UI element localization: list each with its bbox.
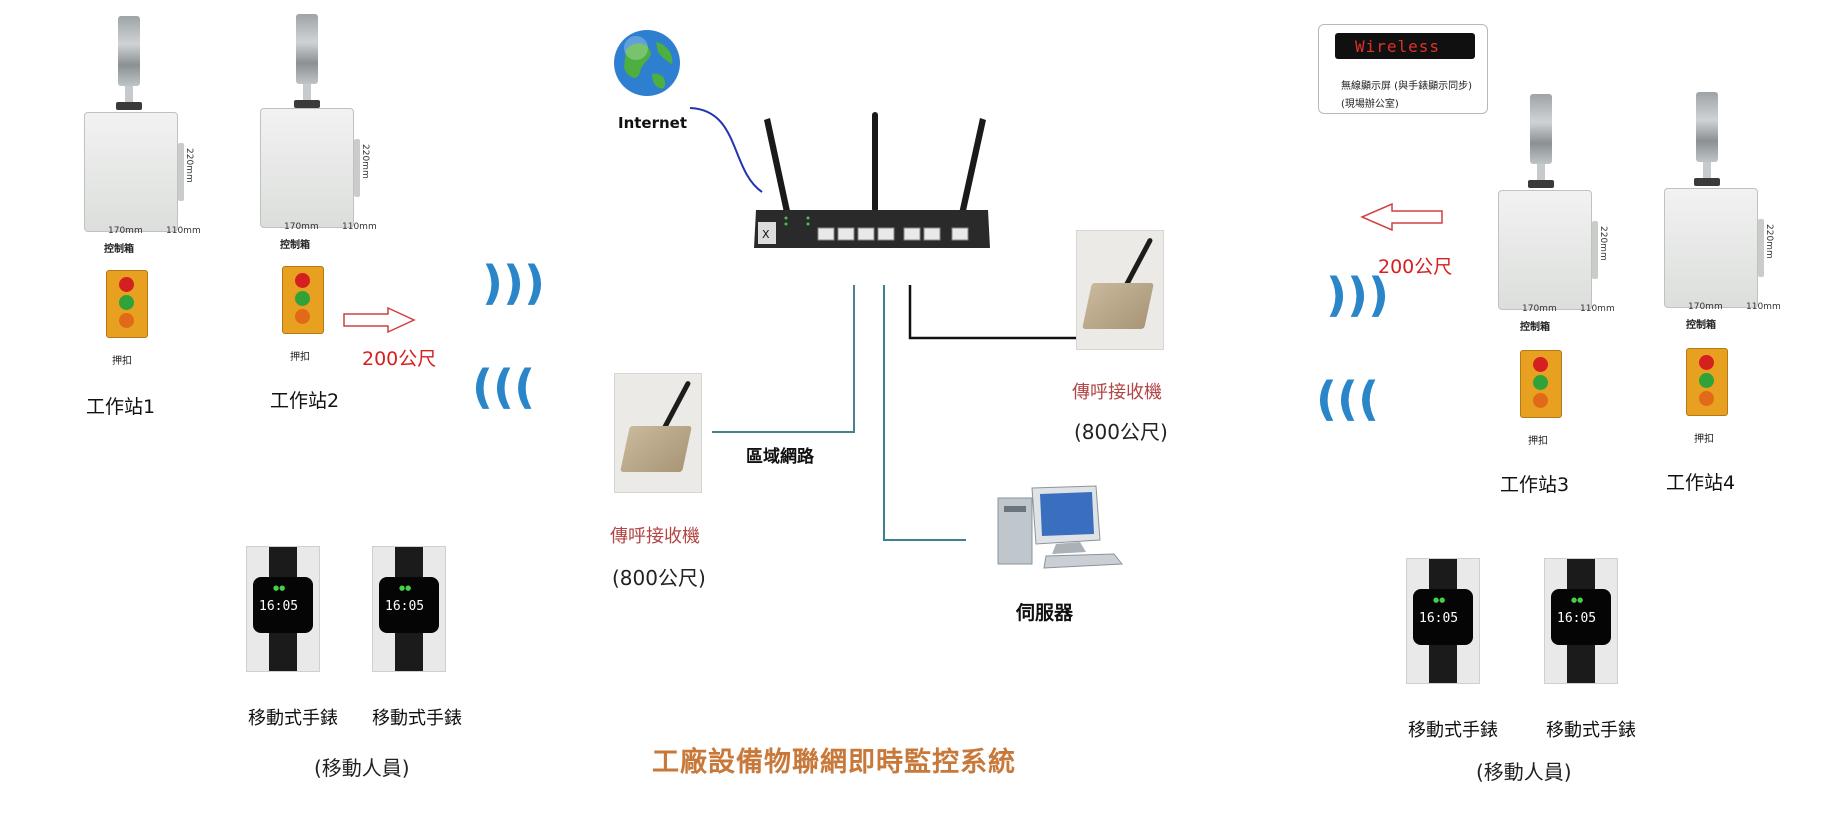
server-label: 伺服器 [1016,602,1074,624]
mobile-staff-label-left: (移動人員) [314,756,410,780]
dim-width: 170mm [108,226,143,236]
dim-width: 170mm [284,222,319,232]
push-button-label: 押扣 [1528,436,1548,447]
control-box-label: 控制箱 [104,244,134,255]
control-box-label: 控制箱 [1686,320,1716,331]
receiver-distance-right: (800公尺) [1074,420,1168,444]
server-computer-icon [996,484,1126,574]
station-label-1: 工作站1 [86,396,156,418]
receiver-label-left: 傳呼接收機 [610,526,700,547]
dim-width: 170mm [1688,302,1723,312]
globe-icon [612,28,682,98]
push-button-icon [1686,348,1728,416]
dim-depth: 110mm [166,226,201,236]
watch-time: 16:05 [259,599,299,614]
push-button-label: 押扣 [1694,434,1714,445]
arrow-right-icon [342,306,416,338]
signal-wave-icon: ))) [482,256,546,310]
display-caption-1: 無線顯示屏 (與手錶顯示同步) [1341,81,1472,92]
control-box [84,112,184,232]
control-box [1664,188,1764,308]
dim-height: 220mm [184,148,194,183]
internet-label: Internet [618,114,688,132]
watch-time: 16:05 [1557,611,1597,626]
station-label-3: 工作站3 [1500,474,1570,496]
receiver-label-right: 傳呼接收機 [1072,382,1162,403]
svg-text:X: X [762,228,770,241]
lan-line-server [883,285,966,541]
control-box [260,108,360,228]
smartwatch-icon: ●●16:05 [246,546,320,672]
push-button-icon [106,270,148,338]
dim-width: 170mm [1522,304,1557,314]
dim-depth: 110mm [342,222,377,232]
signal-wave-icon: ))) [1316,372,1380,426]
mobile-staff-label-right: (移動人員) [1476,760,1572,784]
dim-height: 220mm [1764,224,1774,259]
watch-label-1: 移動式手錶 [248,708,338,729]
router-icon: X [752,108,992,256]
station-label-2: 工作站2 [270,390,340,412]
dim-depth: 110mm [1746,302,1781,312]
watch-label-4: 移動式手錶 [1546,720,1636,741]
dim-height: 220mm [1598,226,1608,261]
signal-wave-icon: ))) [1326,268,1390,322]
push-button-label: 押扣 [290,352,310,363]
station-label-4: 工作站4 [1666,472,1736,494]
led-display-panel: Wireless 無線顯示屏 (與手錶顯示同步) (現場辦公室) [1318,24,1488,114]
display-caption-2: (現場辦公室) [1341,99,1399,110]
internet-cable [689,107,763,193]
page-title: 工廠設備物聯網即時監控系統 [652,747,1016,778]
lan-line-right [908,285,1080,340]
distance-label-right: 200公尺 [1378,256,1453,278]
dim-height: 220mm [360,144,370,179]
lan-label: 區域網路 [746,447,814,467]
watch-time: 16:05 [1419,611,1459,626]
arrow-left-icon [1360,202,1444,236]
distance-label-left: 200公尺 [362,348,437,370]
receiver-distance-left: (800公尺) [612,566,706,590]
dim-depth: 110mm [1580,304,1615,314]
lan-line-left [712,285,855,433]
push-button-label: 押扣 [112,356,132,367]
push-button-icon [282,266,324,334]
control-box [1498,190,1598,310]
smartwatch-icon: ●●16:05 [1544,558,1618,684]
control-box-label: 控制箱 [280,240,310,251]
push-button-icon [1520,350,1562,418]
watch-label-3: 移動式手錶 [1408,720,1498,741]
watch-time: 16:05 [385,599,425,614]
smartwatch-icon: ●●16:05 [1406,558,1480,684]
signal-wave-icon: ))) [472,360,536,414]
pager-receiver-icon [614,373,702,493]
watch-label-2: 移動式手錶 [372,708,462,729]
control-box-label: 控制箱 [1520,322,1550,333]
smartwatch-icon: ●●16:05 [372,546,446,672]
pager-receiver-icon [1076,230,1164,350]
led-text: Wireless [1355,37,1441,56]
led-display-icon: Wireless [1335,33,1475,59]
